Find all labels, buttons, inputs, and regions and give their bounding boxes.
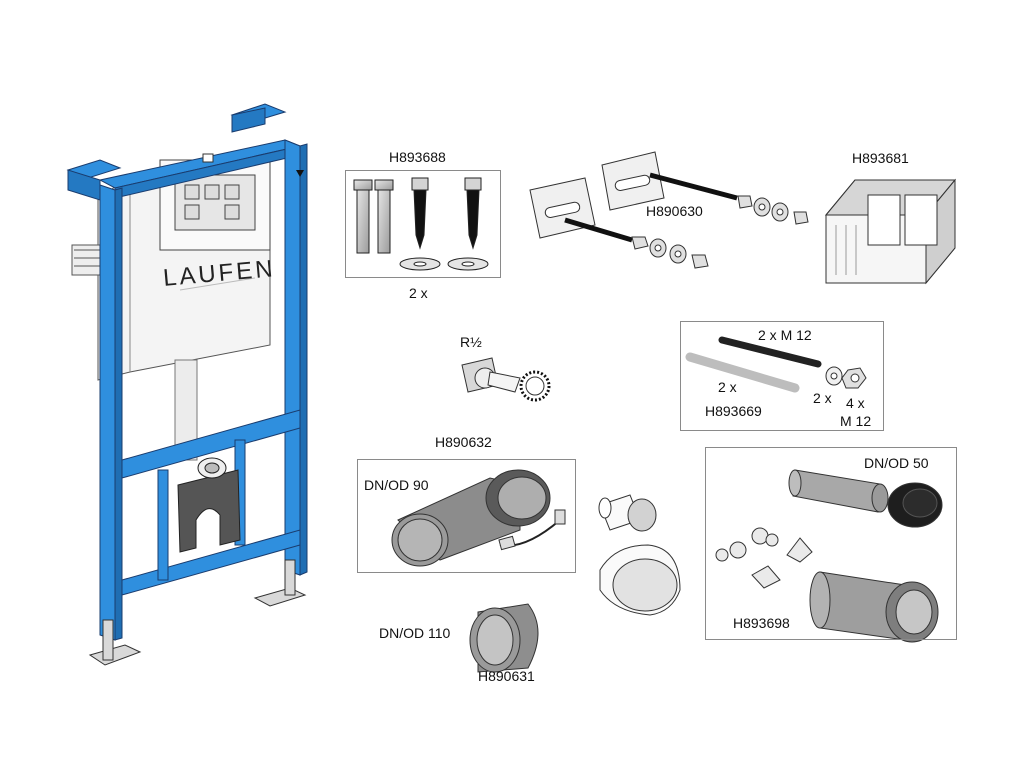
threaded-rod-short [649,172,738,201]
side-clips [71,244,103,276]
h890631-code: H890631 [478,668,535,684]
h890632-size: DN/OD 90 [364,477,429,493]
h893669-nut-size: M 12 [840,413,872,429]
h890630-code: H890630 [646,203,703,219]
h890632-bend [391,469,566,567]
h893669-nut-qty: 4 x [846,395,865,411]
h890631-coupling [469,603,539,673]
threaded-rod-long [564,217,633,243]
frame-mid-rail [121,409,301,479]
r-half-valve [461,357,551,402]
frame-feet [88,559,307,666]
pan-bracket [177,457,241,553]
frame-right-post [284,139,301,576]
h890631-size: DN/OD 110 [379,625,451,641]
rod-dark [718,336,822,368]
small-fixings [715,527,813,589]
h893698-code: H893698 [733,615,790,631]
rod-light [685,352,800,393]
h890632-box [357,459,576,573]
frame-assembly [66,103,308,666]
h893669-rod-light-label: 2 x [718,379,737,395]
h893688-parts [353,177,489,271]
h893669-washer-qty: 2 x [813,390,832,406]
h893669-rod-dark-label: 2 x M 12 [758,327,812,343]
r-half-label: R½ [460,334,482,350]
frame-left-post [99,184,116,641]
h893681-code: H893681 [852,150,909,166]
h893669-parts [685,336,867,393]
h893669-code: H893669 [705,403,762,419]
h893688-box [345,170,501,278]
loose-fittings [598,494,681,616]
h893698-parts [715,469,943,643]
h893688-qty: 2 x [409,285,428,301]
h893698-box [705,447,957,640]
h890632-code: H890632 [435,434,492,450]
frame-lower-rail [121,529,301,596]
h893681-block [824,178,957,285]
h893698-size: DN/OD 50 [864,455,929,471]
h893669-box [680,321,884,431]
h890630-parts [529,151,809,269]
h893688-code: H893688 [389,149,446,165]
